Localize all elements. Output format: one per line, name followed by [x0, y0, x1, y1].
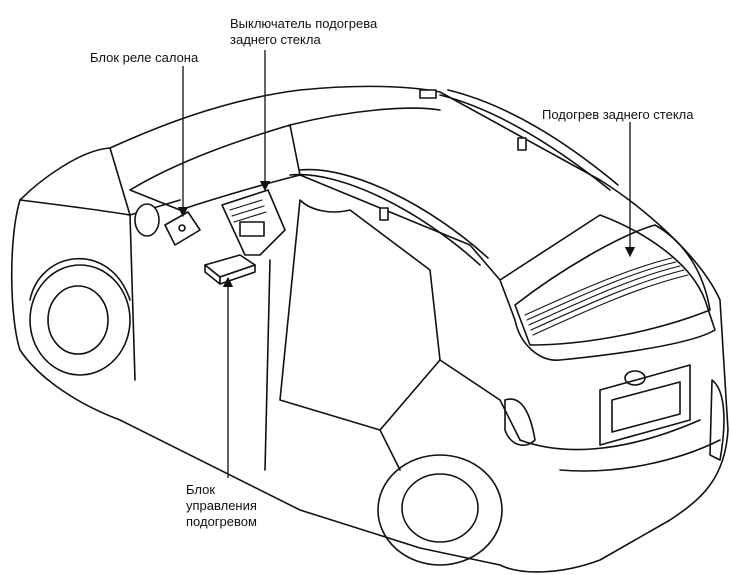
switch-label-line-1: Выключатель подогрева	[230, 16, 378, 31]
dashboard-switch-panel	[221, 189, 286, 256]
relay-box-component	[164, 211, 201, 246]
control-module-component	[204, 254, 256, 285]
control-label-line-3: подогревом	[186, 514, 257, 529]
control-label-line-2: управления	[186, 498, 257, 513]
rear-window-heater-lines	[524, 257, 689, 336]
switch-label-line-2: заднего стекла	[230, 32, 321, 47]
relay-label: Блок реле салона	[90, 50, 198, 66]
front-wheel	[29, 264, 131, 376]
rear-details	[504, 364, 725, 461]
switch-label: Выключатель подогрева заднего стекла	[230, 16, 377, 48]
side-mirror	[134, 203, 160, 237]
car-body-outline	[10, 85, 729, 573]
control-label: Блок управления подогревом	[186, 482, 257, 530]
heater-label: Подогрев заднего стекла	[542, 107, 694, 123]
heater-label-line-1: Подогрев заднего стекла	[542, 107, 694, 122]
rear-window	[514, 224, 711, 346]
relay-label-line-1: Блок реле салона	[90, 50, 199, 65]
rear-wheel	[377, 454, 503, 566]
roof-rails	[289, 89, 619, 266]
control-label-line-1: Блок	[186, 482, 216, 497]
